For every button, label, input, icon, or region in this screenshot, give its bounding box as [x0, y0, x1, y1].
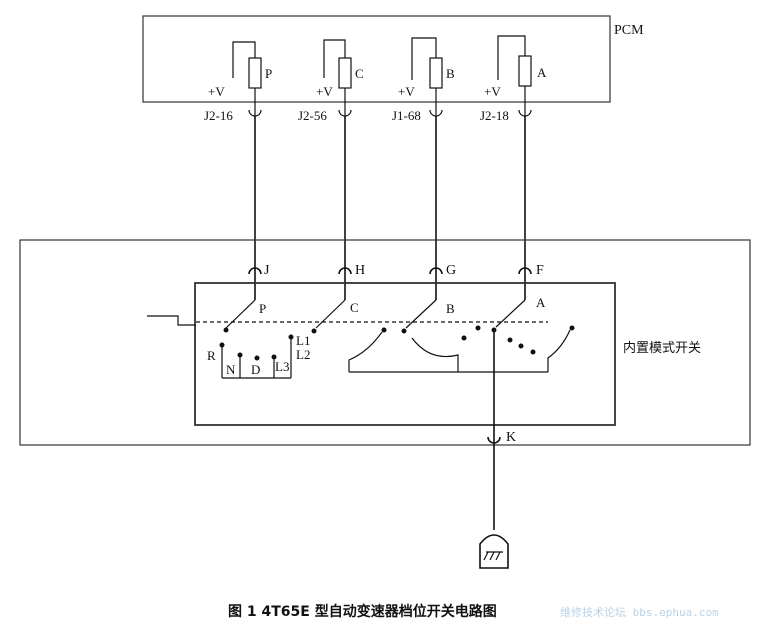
- pullup-resistor-p: [248, 57, 262, 89]
- contact-label-a: A: [536, 295, 546, 310]
- switch-section-b: [401, 299, 481, 372]
- shift-linkage: [147, 315, 196, 326]
- pullup-resistor-c: [338, 57, 352, 89]
- resistor-label-a: A: [537, 65, 547, 80]
- pullup-resistor-b: [429, 57, 443, 89]
- switch-section-p: [219, 299, 294, 379]
- contact-label-b: B: [446, 301, 455, 316]
- pcm-label: PCM: [614, 23, 644, 38]
- signal-wires: [254, 116, 526, 268]
- mode-switch-box: [194, 282, 616, 426]
- contact-label-p: P: [259, 301, 266, 316]
- switch-section-c: [311, 299, 387, 372]
- switch-terminals: [248, 267, 532, 300]
- terminal-label-h: H: [355, 263, 365, 278]
- terminal-label-j: J: [264, 263, 270, 278]
- pcm-pin-connectors: [248, 86, 532, 117]
- mode-switch-label: 内置模式开关: [623, 340, 701, 356]
- pin-label-c: J2-56: [298, 108, 327, 123]
- resistor-label-p: P: [265, 66, 272, 81]
- contact-label-c: C: [350, 300, 359, 315]
- position-label-d: D: [251, 362, 260, 377]
- pin-label-a: J2-18: [480, 108, 509, 123]
- terminal-label-g: G: [446, 263, 456, 278]
- switch-housing-box: [19, 239, 751, 446]
- position-label-l2: L2: [296, 347, 310, 362]
- position-label-r: R: [207, 348, 216, 363]
- pcm-channel-b: +V B: [398, 37, 455, 99]
- ground-path: [487, 330, 501, 530]
- supply-label-c: +V: [316, 84, 333, 99]
- pullup-resistor-a: [518, 55, 532, 87]
- position-label-l1: L1: [296, 333, 310, 348]
- pin-label-b: J1-68: [392, 108, 421, 123]
- ground-terminal-label: K: [506, 430, 516, 445]
- resistor-label-c: C: [355, 66, 364, 81]
- pin-label-p: J2-16: [204, 108, 233, 123]
- pcm-box: [142, 15, 611, 103]
- pcm-channel-a: +V A: [484, 35, 547, 99]
- supply-label-b: +V: [398, 84, 415, 99]
- terminal-label-f: F: [536, 263, 544, 278]
- ground-icon: [479, 534, 509, 569]
- pcm-channel-c: +V C: [316, 39, 364, 99]
- pcm-channel-p: +V P: [208, 41, 272, 99]
- resistor-label-b: B: [446, 66, 455, 81]
- position-label-l3: L3: [275, 359, 289, 374]
- position-label-n: N: [226, 362, 236, 377]
- watermark: 维修技术论坛 bbs.ephua.com: [560, 605, 719, 619]
- switch-section-a: [491, 299, 575, 372]
- supply-label-p: +V: [208, 84, 225, 99]
- figure-caption: 图 1 4T65E 型自动变速器档位开关电路图: [228, 603, 497, 620]
- supply-label-a: +V: [484, 84, 501, 99]
